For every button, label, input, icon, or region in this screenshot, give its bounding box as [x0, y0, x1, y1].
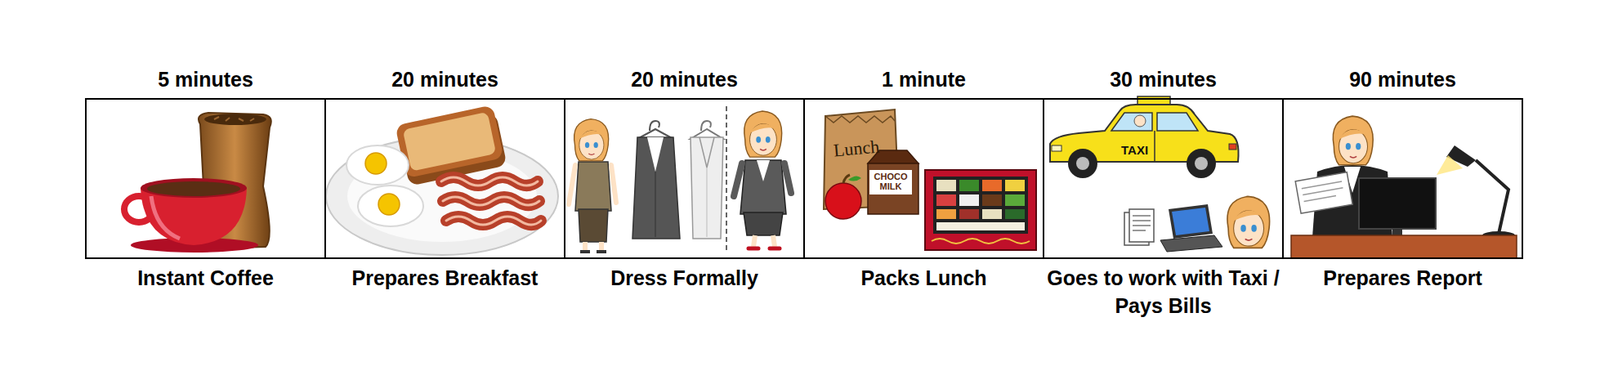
duration-label: 20 minutes	[563, 67, 805, 92]
panel-frame	[1282, 98, 1524, 260]
picture-text: CHOCO MILK	[869, 171, 912, 192]
step-panel: 90 minutesPrepares Report	[1282, 67, 1524, 292]
step-panel: 30 minutesGoes to work with Taxi / Pays …	[1042, 67, 1284, 320]
step-caption: Prepares Report	[1282, 263, 1524, 292]
panel-frame	[324, 98, 566, 260]
office-picture	[1291, 116, 1517, 259]
duration-label: 30 minutes	[1042, 67, 1284, 92]
duration-label: 1 minute	[803, 67, 1045, 92]
step-caption: Prepares Breakfast	[324, 263, 566, 292]
step-panel: 5 minutesInstant Coffee	[84, 67, 327, 292]
duration-label: 5 minutes	[84, 67, 327, 92]
picture-text: Lunch	[832, 137, 881, 161]
taxi-picture	[1050, 96, 1270, 252]
step-caption: Dress Formally	[563, 263, 805, 292]
panel-frame	[84, 98, 327, 260]
step-panel: 1 minutePacks Lunch	[803, 67, 1045, 292]
step-panel: 20 minutesPrepares Breakfast	[324, 67, 566, 292]
step-caption: Packs Lunch	[803, 263, 1045, 292]
picture-text: TAXI	[1121, 143, 1149, 158]
lunch-picture	[823, 109, 1037, 251]
duration-label: 90 minutes	[1282, 67, 1524, 92]
panel-frame	[803, 98, 1045, 260]
step-panel: 20 minutesDress Formally	[563, 67, 805, 292]
dressing-picture	[568, 106, 792, 254]
duration-label: 20 minutes	[324, 67, 566, 92]
step-caption: Instant Coffee	[84, 263, 327, 292]
step-caption: Goes to work with Taxi / Pays Bills	[1042, 263, 1284, 320]
coffee-picture	[124, 112, 272, 253]
panel-frame	[563, 98, 805, 260]
panel-frame	[1042, 98, 1284, 260]
breakfast-picture	[326, 104, 559, 255]
